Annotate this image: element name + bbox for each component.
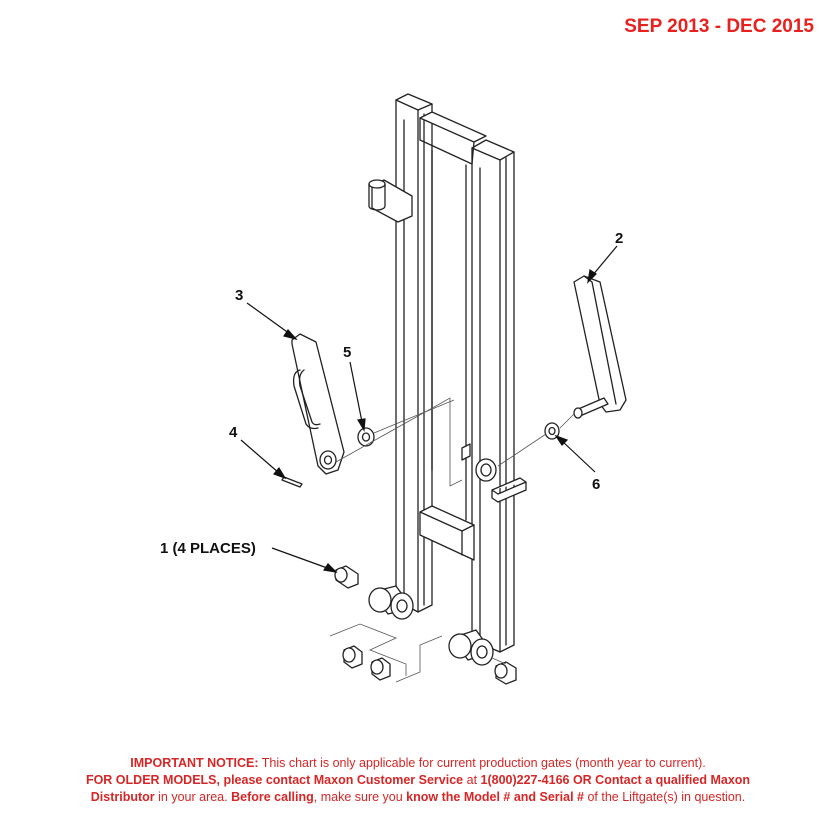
callout-5: 5 bbox=[343, 344, 351, 361]
pivot-tube-left bbox=[368, 585, 414, 620]
callout-4: 4 bbox=[229, 424, 238, 441]
pin-part-4 bbox=[281, 476, 303, 488]
callout-6: 6 bbox=[592, 476, 600, 493]
leader-arrows bbox=[240, 245, 618, 573]
frame-assembly bbox=[395, 93, 515, 653]
callout-3: 3 bbox=[235, 287, 243, 304]
notice-text: at bbox=[463, 773, 481, 787]
notice-distributor: Distributor bbox=[90, 790, 155, 804]
callout-1: 1 (4 PLACES) bbox=[160, 540, 256, 557]
notice-before-calling: Before calling bbox=[231, 790, 314, 804]
crank-handle-part-2 bbox=[573, 275, 627, 419]
notice-heading: IMPORTANT NOTICE: bbox=[130, 756, 259, 770]
notice-text: This chart is only applicable for curren… bbox=[258, 756, 706, 770]
hinge-tab bbox=[368, 179, 413, 223]
frame-bushing bbox=[475, 458, 497, 482]
assembly-lines bbox=[329, 397, 575, 683]
notice-line-3: Distributor in your area. Before calling… bbox=[40, 789, 796, 806]
important-notice: IMPORTANT NOTICE: This chart is only app… bbox=[40, 755, 796, 806]
notice-text: of the Liftgate(s) in question. bbox=[584, 790, 746, 804]
notice-phone: 1(800)227-4166 OR Contact a qualified Ma… bbox=[480, 773, 751, 787]
notice-older-models: FOR OLDER MODELS, please contact Maxon C… bbox=[85, 773, 464, 787]
notice-text: in your area. bbox=[154, 790, 232, 804]
handle-part-3 bbox=[291, 333, 345, 475]
notice-line-1: IMPORTANT NOTICE: This chart is only app… bbox=[40, 755, 796, 772]
bushing-part-1 bbox=[334, 565, 359, 589]
bushing-part-1 bbox=[494, 661, 517, 685]
upper-tab bbox=[461, 443, 471, 461]
date-range-title: SEP 2013 - DEC 2015 bbox=[624, 16, 814, 37]
lower-tab bbox=[491, 477, 527, 503]
washer-part-5 bbox=[357, 427, 375, 447]
bushing-part-1 bbox=[370, 657, 391, 681]
bushing-part-1 bbox=[342, 645, 363, 669]
washer-part-6 bbox=[544, 422, 560, 440]
callout-2: 2 bbox=[615, 230, 623, 247]
notice-line-2: FOR OLDER MODELS, please contact Maxon C… bbox=[40, 772, 796, 789]
notice-text: , make sure you bbox=[313, 790, 407, 804]
notice-model-serial: know the Model # and Serial # bbox=[406, 790, 584, 804]
pivot-tube-right bbox=[448, 629, 494, 666]
